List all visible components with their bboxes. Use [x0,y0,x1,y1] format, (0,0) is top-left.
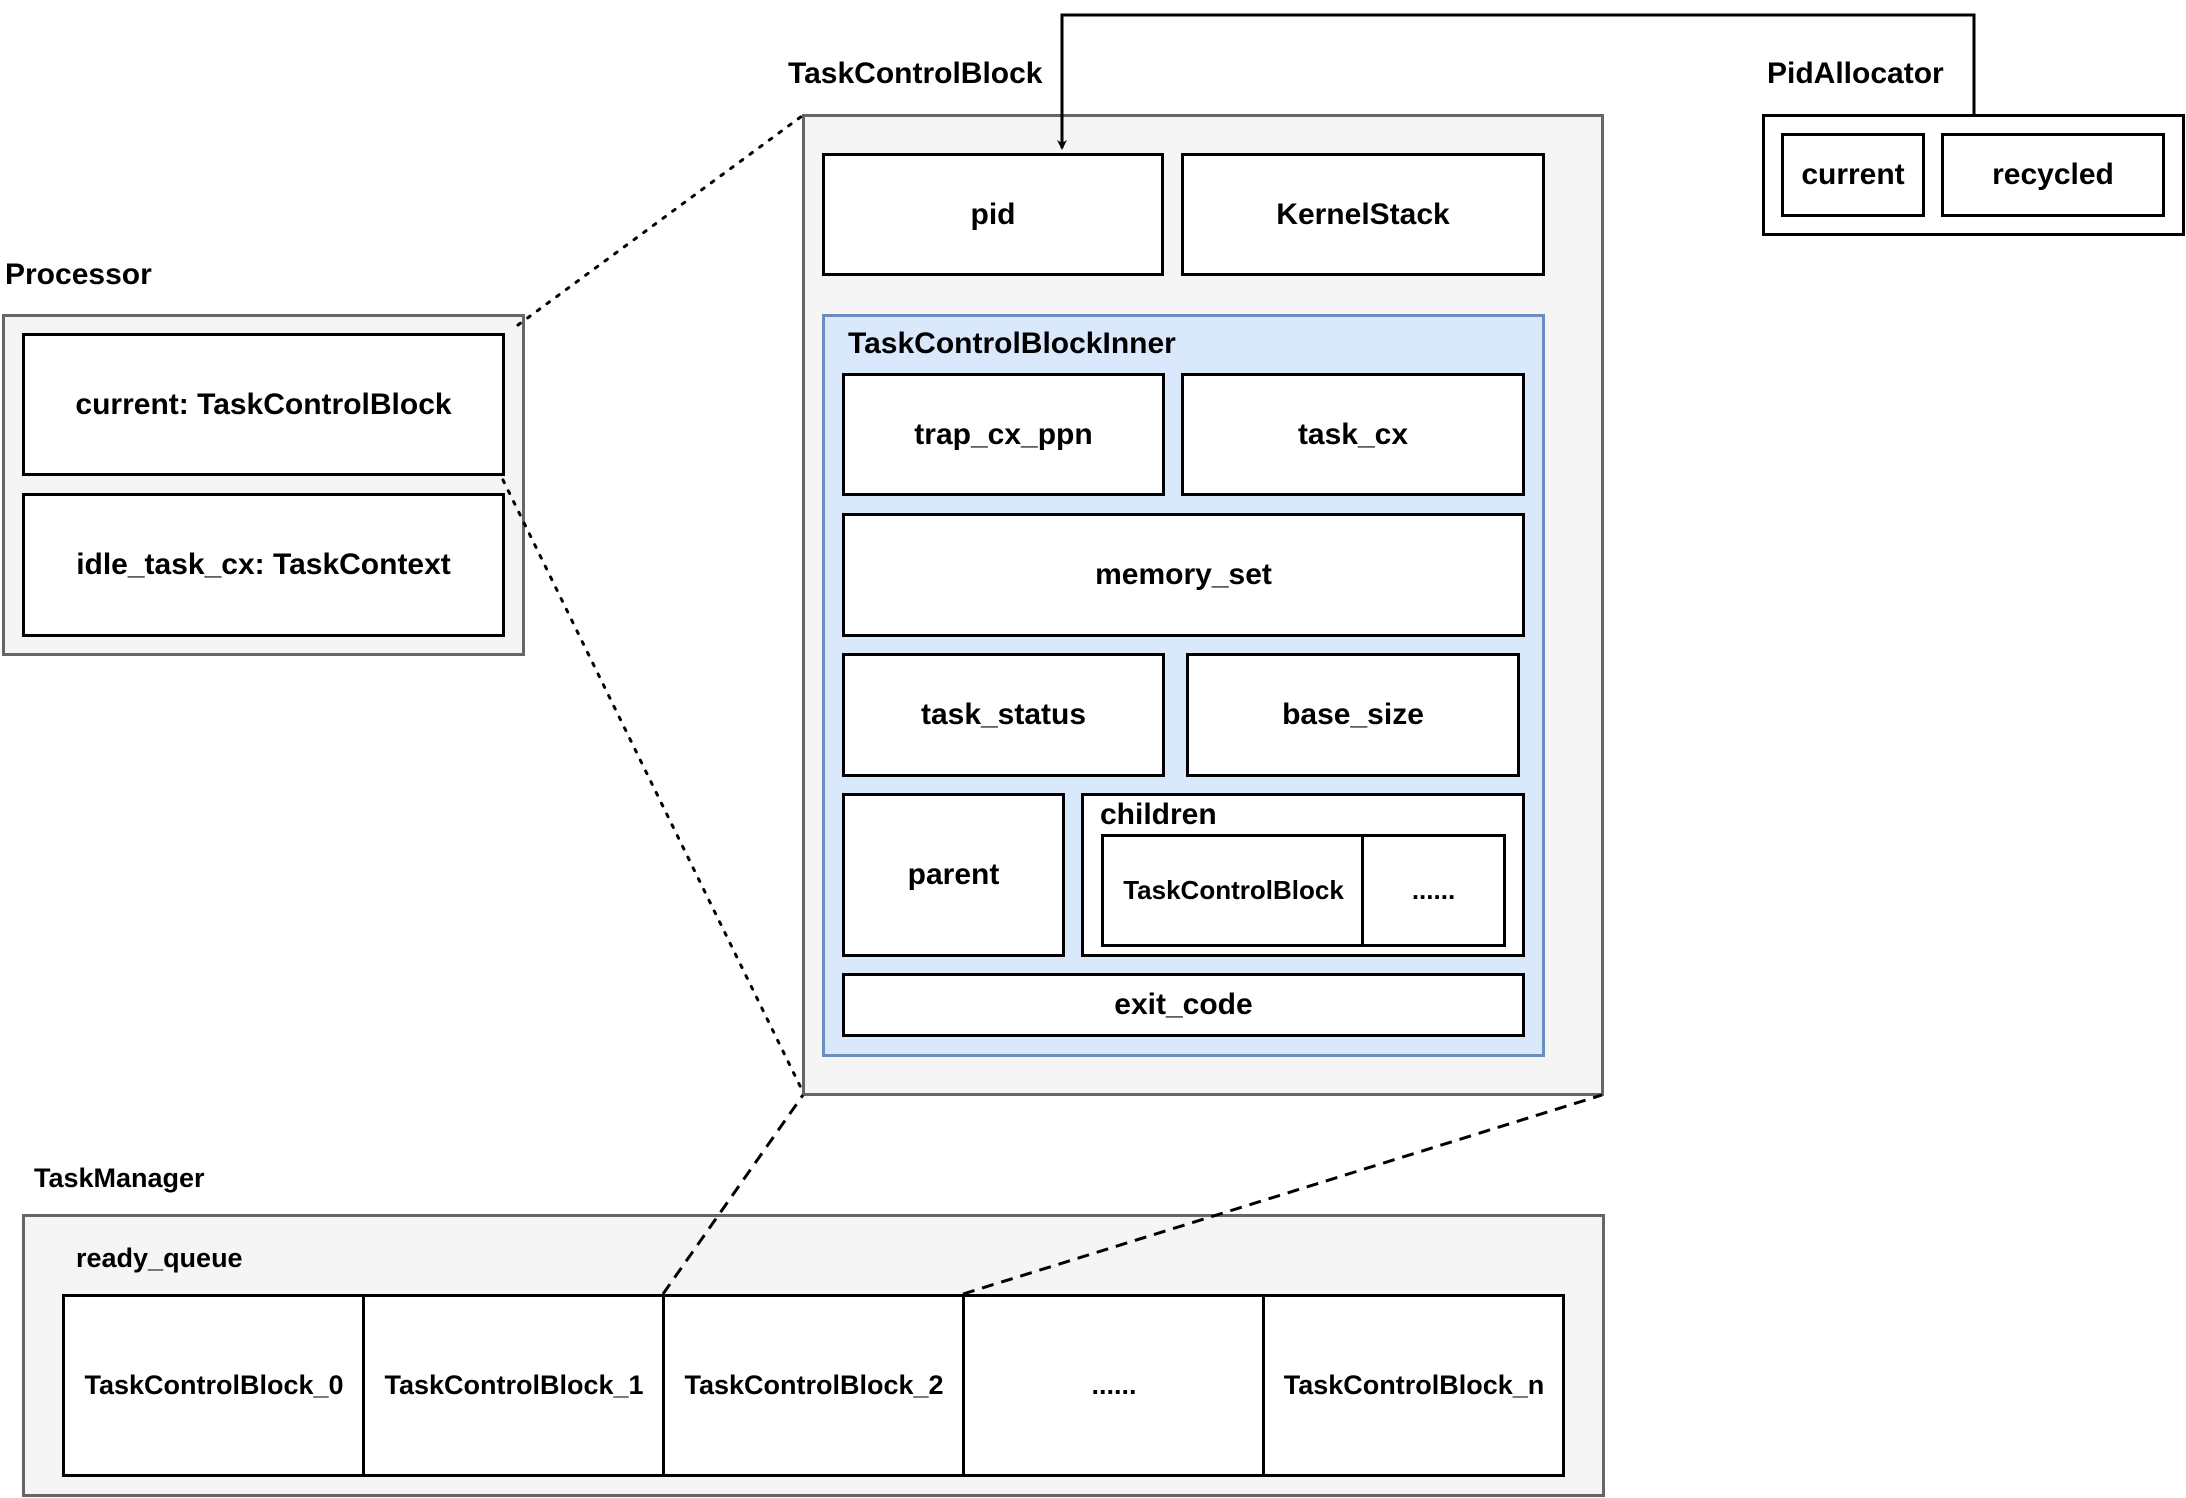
queue-divider [1262,1294,1265,1477]
ready-queue-label: ready_queue [76,1243,243,1273]
exit-code-field: exit_code [842,973,1525,1037]
queue-item: TaskControlBlock_n [1283,1370,1545,1400]
tcb-pid-field: pid [822,153,1164,276]
pid-allocator-title: PidAllocator [1767,57,1944,90]
tcb-kernel-stack-field: KernelStack [1181,153,1545,276]
children-divider [1361,834,1364,947]
parent-field: parent [842,793,1065,957]
trap-cx-ppn-field: trap_cx_ppn [842,373,1165,496]
queue-divider [362,1294,365,1477]
queue-ellipsis: ...... [1091,1370,1137,1400]
children-list [1101,834,1506,947]
zoom-line-bottom [501,478,804,1092]
tcb-title: TaskControlBlock [788,57,1043,90]
task-cx-field: task_cx [1181,373,1525,496]
queue-item: TaskControlBlock_0 [84,1370,344,1400]
processor-idle-task-cx-field: idle_task_cx: TaskContext [22,493,505,637]
processor-current-field: current: TaskControlBlock [22,333,505,476]
pid-allocator-current-field: current [1781,133,1925,217]
memory-set-field: memory_set [842,513,1525,637]
ready-queue [62,1294,1565,1477]
task-status-field: task_status [842,653,1165,777]
processor-title: Processor [5,258,152,291]
pid-allocator-recycled-field: recycled [1941,133,2165,217]
children-title: children [1100,798,1217,831]
tcb-inner-title: TaskControlBlockInner [848,327,1176,360]
children-item: TaskControlBlock [1123,875,1344,905]
task-manager-title: TaskManager [34,1163,205,1193]
children-ellipsis: ...... [1411,875,1456,905]
queue-divider [662,1294,665,1477]
queue-item: TaskControlBlock_2 [684,1370,944,1400]
base-size-field: base_size [1186,653,1520,777]
queue-item: TaskControlBlock_1 [384,1370,644,1400]
queue-divider [962,1294,965,1477]
zoom-line-top [516,114,804,327]
